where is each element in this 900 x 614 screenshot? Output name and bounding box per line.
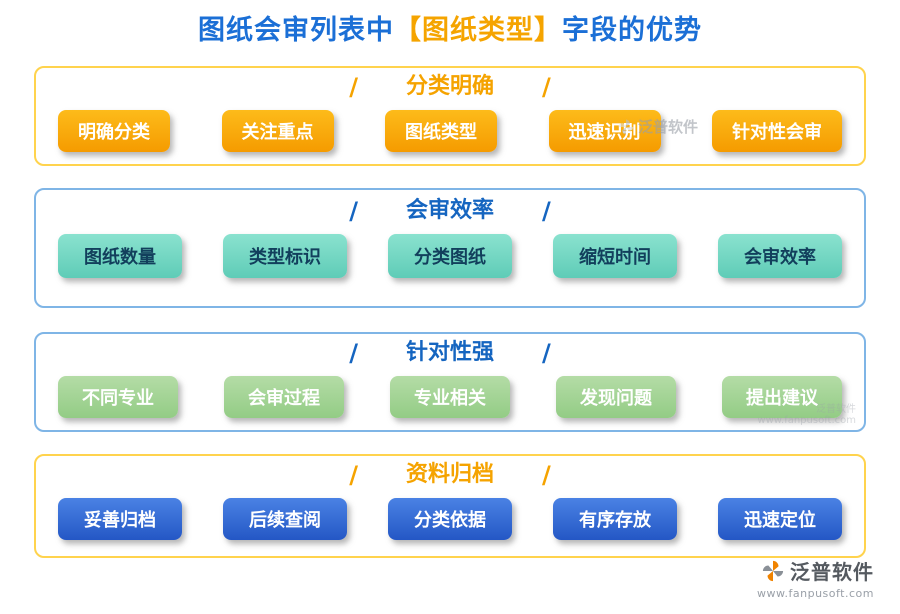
- infographic-page: 图纸会审列表中【图纸类型】字段的优势 / 分类明确 / 明确分类 关注重点 图纸…: [0, 14, 900, 614]
- benefit-item: 后续查阅: [223, 498, 347, 540]
- benefit-item: 发现问题: [556, 376, 676, 418]
- section-heading: / 针对性强 /: [52, 340, 848, 366]
- benefit-item: 类型标识: [223, 234, 347, 278]
- benefit-item: 会审过程: [224, 376, 344, 418]
- benefit-item: 会审效率: [718, 234, 842, 278]
- section-classification: / 分类明确 / 明确分类 关注重点 图纸类型 迅速识别 针对性会审 泛普软件: [34, 66, 866, 166]
- section-archiving: / 资料归档 / 妥善归档 后续查阅 分类依据 有序存放 迅速定位: [34, 454, 866, 558]
- footer-brand-row: 泛普软件: [757, 556, 874, 585]
- footer-url: www.fanpusoft.com: [757, 587, 874, 600]
- benefit-item: 迅速定位: [718, 498, 842, 540]
- section-heading-text: 资料归档: [405, 462, 494, 487]
- benefit-item: 缩短时间: [553, 234, 677, 278]
- section-heading: / 分类明确 /: [52, 74, 848, 100]
- benefit-item: 不同专业: [58, 376, 178, 418]
- benefit-item: 分类图纸: [388, 234, 512, 278]
- benefit-item: 针对性会审: [712, 110, 842, 152]
- benefit-item: 迅速识别: [548, 110, 661, 152]
- benefit-item: 明确分类: [58, 110, 170, 152]
- slash-decoration: /: [542, 73, 551, 101]
- benefit-item: 关注重点: [221, 110, 334, 152]
- slash-decoration: /: [542, 339, 551, 367]
- slash-decoration: /: [349, 73, 358, 101]
- chip-row: 明确分类 关注重点 图纸类型 迅速识别 针对性会审: [52, 110, 848, 152]
- slash-decoration: /: [349, 461, 358, 489]
- footer-brand: 泛普软件 www.fanpusoft.com: [757, 556, 874, 600]
- benefit-item: 图纸类型: [385, 110, 497, 152]
- fanpu-logo-icon: [762, 560, 784, 582]
- chip-row: 不同专业 会审过程 专业相关 发现问题 提出建议: [52, 376, 848, 418]
- benefit-item: 图纸数量: [58, 234, 182, 278]
- slash-decoration: /: [349, 339, 358, 367]
- slash-decoration: /: [349, 197, 358, 225]
- slash-decoration: /: [542, 197, 551, 225]
- title-suffix: 字段的优势: [562, 15, 702, 46]
- benefit-item: 专业相关: [390, 376, 510, 418]
- benefit-item: 分类依据: [388, 498, 512, 540]
- section-targeting: / 针对性强 / 不同专业 会审过程 专业相关 发现问题 提出建议 泛普软件 w…: [34, 332, 866, 432]
- footer-brand-text: 泛普软件: [790, 560, 874, 584]
- benefit-item: 有序存放: [553, 498, 677, 540]
- benefit-item: 提出建议: [722, 376, 842, 418]
- section-heading-text: 分类明确: [405, 74, 494, 99]
- slash-decoration: /: [542, 461, 551, 489]
- section-heading: / 资料归档 /: [52, 462, 848, 488]
- section-heading-text: 针对性强: [405, 340, 494, 365]
- title-prefix: 图纸会审列表中: [198, 15, 394, 46]
- section-review-efficiency: / 会审效率 / 图纸数量 类型标识 分类图纸 缩短时间 会审效率: [34, 188, 866, 308]
- chip-row: 妥善归档 后续查阅 分类依据 有序存放 迅速定位: [52, 498, 848, 540]
- title-highlight: 【图纸类型】: [394, 15, 562, 46]
- section-heading: / 会审效率 /: [52, 198, 848, 224]
- page-title: 图纸会审列表中【图纸类型】字段的优势: [0, 14, 900, 48]
- chip-row: 图纸数量 类型标识 分类图纸 缩短时间 会审效率: [52, 234, 848, 278]
- benefit-item: 妥善归档: [58, 498, 182, 540]
- section-heading-text: 会审效率: [405, 198, 494, 223]
